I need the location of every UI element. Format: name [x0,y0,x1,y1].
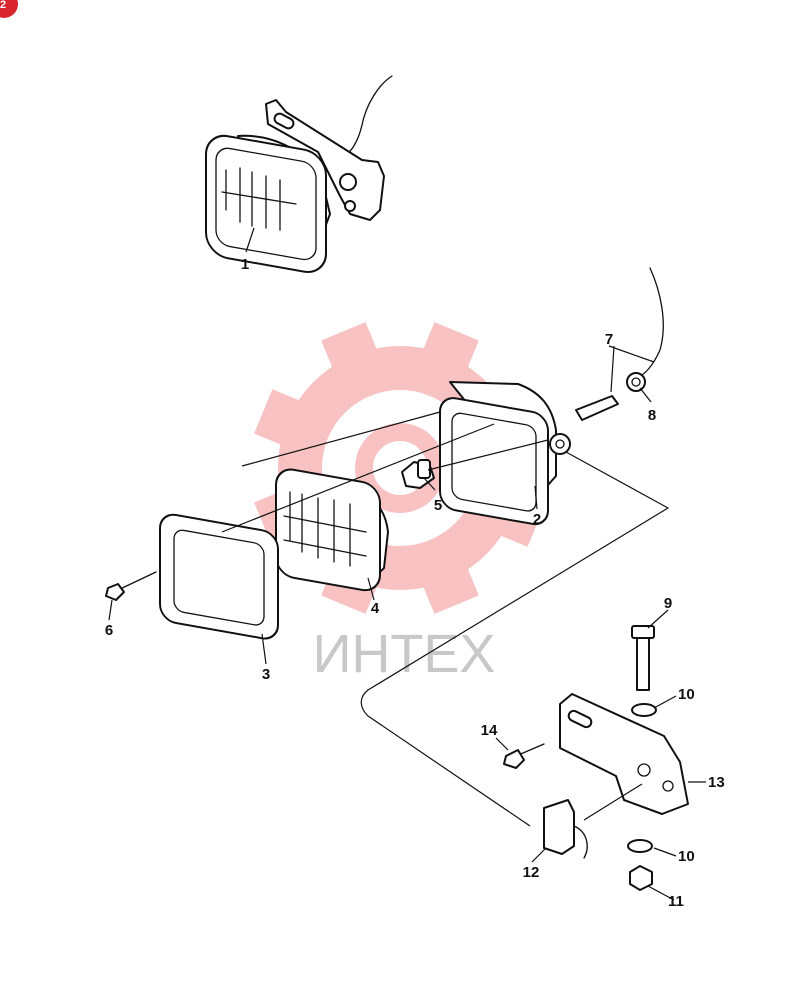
callout-4: 4 [371,600,380,617]
watermark-gear-tooth [417,554,479,614]
sealed-beam-lamp [275,468,389,592]
corner-badge: 2 [0,0,18,18]
watermark-gear-tooth [321,322,383,382]
exploded-view-connection-lines [221,411,670,827]
callout-10-upper: 10 [678,686,695,703]
lamp-bezel [159,513,279,640]
callout-leader-lines [108,227,706,901]
callout-2: 2 [533,511,541,528]
corner-badge-text: 2 [0,0,6,11]
watermark-gear-tooth [254,389,314,451]
callout-labels: 1 2 3 4 5 6 7 8 9 10 10 11 12 13 14 [105,256,725,910]
watermark-gear-tooth [417,322,479,382]
callout-9: 9 [664,595,672,612]
connector-and-cable [575,267,664,421]
callout-6: 6 [105,622,113,639]
callout-11: 11 [668,893,684,910]
callout-5: 5 [434,497,442,514]
watermark-text: ИНТЕХ [313,624,496,684]
mounting-bracket-assembly [503,625,689,891]
bezel-screw [105,571,157,601]
callout-12: 12 [523,864,540,881]
callout-13: 13 [708,774,725,791]
callout-8: 8 [648,407,656,424]
callout-14: 14 [481,722,498,739]
callout-3: 3 [262,666,270,683]
callout-1: 1 [241,256,249,273]
callout-7: 7 [605,331,613,348]
callout-10-lower: 10 [678,848,695,865]
assembled-work-lamp [205,75,393,273]
lamp-housing [439,381,571,526]
